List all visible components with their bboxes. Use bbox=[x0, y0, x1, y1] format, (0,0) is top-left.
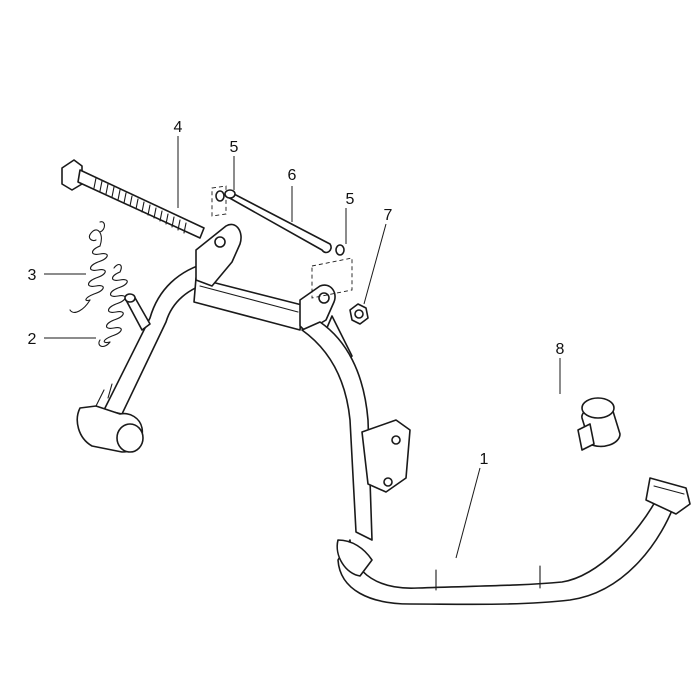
part-6-pin bbox=[224, 189, 332, 254]
stand-left-foot-tab bbox=[95, 383, 113, 407]
buffer-8-top bbox=[581, 397, 615, 419]
part-2-spring bbox=[98, 263, 128, 348]
stand-right-bracket-hole bbox=[318, 292, 330, 304]
stand-left-foot-cap bbox=[116, 423, 144, 453]
callout-6: 6 bbox=[288, 167, 297, 184]
callout-5-right: 5 bbox=[346, 191, 355, 208]
callouts: 1 2 3 4 5 6 5 7 8 bbox=[28, 119, 565, 468]
part-5-washer-right bbox=[311, 244, 353, 299]
part-7-nut bbox=[349, 303, 369, 325]
callout-1: 1 bbox=[480, 451, 489, 468]
stand-right-leg bbox=[301, 321, 373, 541]
leader-lines bbox=[44, 136, 561, 559]
small-pin bbox=[124, 293, 151, 331]
callout-4: 4 bbox=[174, 119, 183, 136]
bolt-4-shank bbox=[77, 169, 205, 239]
callout-5-left: 5 bbox=[230, 139, 239, 156]
part-1-center-stand bbox=[76, 223, 691, 606]
part-4-bolt bbox=[61, 159, 205, 239]
stand-cross-tube bbox=[193, 277, 303, 331]
leader-7 bbox=[363, 223, 387, 305]
callout-7: 7 bbox=[384, 207, 393, 224]
callout-2: 2 bbox=[28, 331, 37, 348]
callout-8: 8 bbox=[556, 341, 565, 358]
spring-2-coil bbox=[103, 271, 128, 344]
spring-3-coil bbox=[85, 245, 108, 302]
stand-pedal-arm bbox=[337, 499, 677, 606]
leader-1 bbox=[455, 467, 481, 559]
callout-3: 3 bbox=[28, 267, 37, 284]
part-8-buffer bbox=[577, 397, 621, 451]
stand-right-foot bbox=[336, 539, 373, 577]
stand-left-bracket-hole bbox=[214, 236, 226, 248]
buffer-8-stud bbox=[577, 423, 595, 451]
pin-6 bbox=[224, 189, 332, 254]
part-3-spring bbox=[69, 221, 108, 313]
part-5-washer-left bbox=[211, 185, 227, 217]
stand-left-bracket bbox=[195, 223, 242, 287]
